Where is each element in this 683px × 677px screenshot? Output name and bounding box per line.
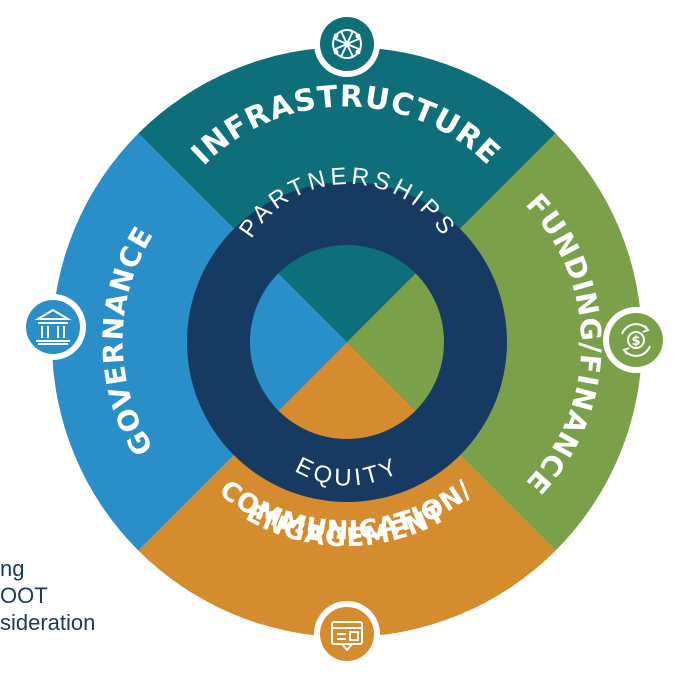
- cropped-side-caption: ng OOT sideration: [0, 555, 95, 636]
- inner-governance-quadrant: [249, 273, 347, 411]
- caption-line-1: ng: [0, 556, 25, 581]
- network-globe-icon: [314, 11, 380, 77]
- svg-text:$: $: [631, 334, 640, 349]
- caption-line-3: sideration: [0, 610, 96, 635]
- dollar-cycle-icon: $: [603, 307, 669, 373]
- message-screen-icon: [314, 601, 380, 667]
- caption-line-2: OOT: [0, 583, 48, 608]
- courthouse-icon: [20, 294, 86, 360]
- inner-funding-quadrant: [347, 273, 445, 411]
- inner-communication-quadrant: [278, 342, 416, 440]
- inner-infrastructure-quadrant: [278, 244, 416, 342]
